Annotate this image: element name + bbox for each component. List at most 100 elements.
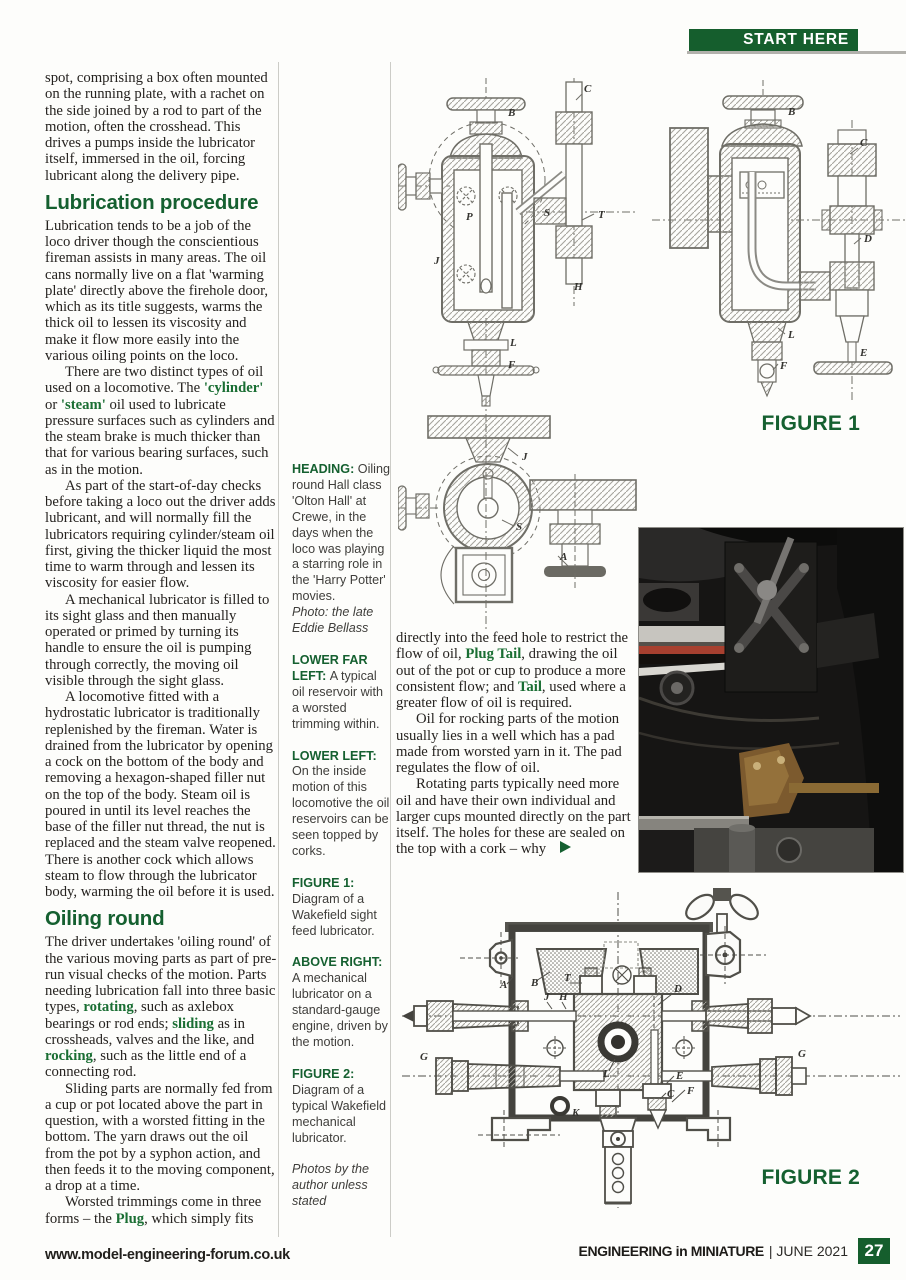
diagram-letter: P [466,211,473,223]
body-text: Sliding parts are normally fed from a cu… [45,1080,275,1195]
diagram-letter: L [787,329,795,341]
diagram-letter: C [860,137,868,149]
body-text: A locomotive fitted with a hydrostatic l… [45,689,276,900]
header-rule [687,51,906,54]
keyword-green: Plug Tail [465,646,522,663]
body-text: , such as axlebox bearings or rod ends; [45,999,235,1032]
photo-credit: Photo: the late Eddie Bellass [292,605,374,636]
issue-date: | JUNE 2021 [768,1243,848,1259]
keyword-green: rotating [83,999,134,1016]
mid-column: directly into the feed hole to restrict … [396,630,637,858]
body-text: spot, comprising a box often mounted on … [45,70,268,184]
diagram-letter: L [602,1068,610,1080]
figure2-label: FIGURE 2 [761,1166,860,1189]
body-text: As part of the start-of-day checks befor… [45,477,276,592]
magazine-name: ENGINEERING in MINIATURE [578,1243,765,1259]
caption-block: FIGURE 2: Diagram of a typical Wakefield… [292,1067,390,1147]
diagram-letter: E [675,1070,683,1082]
keyword-green: Plug [115,1210,145,1227]
body-text: as in crossheads, valves and the like, a… [45,1015,255,1048]
section-heading: Lubrication procedure [45,190,259,214]
caption-block: HEADING: Oiling round Hall class 'Olton … [292,462,390,637]
start-here-banner: START HERE [689,29,858,51]
start-here-label: START HERE [743,31,849,48]
diagram-letter: T [564,972,572,984]
caption-text: Diagram of a Wakefield sight feed lubric… [292,891,377,938]
caption-block: LOWER FAR LEFT: A typical oil reservoir … [292,653,390,733]
diagram-letter: J [543,991,550,1003]
paragraph: A locomotive fitted with a hydrostatic l… [45,689,278,900]
lubricator-photo-image [639,528,903,872]
diagram-letter: H [573,281,583,293]
caption-block: ABOVE RIGHT: A mechanical lubricator on … [292,955,390,1050]
body-text: Rotating parts typically need more oil a… [396,776,631,858]
body-text: , used where a greater flow of oil is re… [396,678,626,711]
body-text: There are two distinct types of oil used… [45,364,264,397]
paragraph: Rotating parts typically need more oil a… [396,776,637,857]
body-text: Worsted trimmings come in three forms – … [45,1194,262,1227]
body-text: Lubrication tends to be a job of the loc… [45,217,269,364]
diagram-letter: S [516,521,522,533]
caption-label: FIGURE 1: [292,875,355,890]
diagram-letter: A [499,979,507,991]
body-text: The driver undertakes 'oiling round' of … [45,934,277,1016]
paragraph: directly into the feed hole to restrict … [396,630,637,711]
body-text: , which simply fits [144,1210,254,1227]
diagram-letter: E [859,347,867,359]
keyword-green: sliding [172,1015,214,1032]
figure1-label: FIGURE 1 [761,412,860,435]
column-rule-right [390,62,391,1237]
diagram-letter: T [598,209,606,221]
caption-text: On the inside motion of this locomotive … [292,764,390,858]
page-number: 27 [858,1238,890,1264]
diagram-letter: C [584,83,592,95]
paragraph: A mechanical lubricator is filled to its… [45,592,278,690]
caption-text: Diagram of a typical Wakefield mechanica… [292,1082,387,1145]
column-rule-left [278,62,279,1237]
footer-site-url: www.model-engineering-forum.co.uk [45,1247,290,1263]
body-text: , drawing the oil out of the pot or cup … [396,646,626,695]
diagram-letter: A [559,551,567,563]
caption-label: LOWER FAR LEFT: [292,652,368,683]
section-heading: Oiling round [45,907,165,931]
photos-note: Photos by the author unless stated [292,1162,370,1209]
diagram-letter: G [420,1051,428,1063]
body-text: Oil for rocking parts of the motion usua… [396,711,622,776]
paragraph: Worsted trimmings come in three forms – … [45,1194,278,1227]
diagram-letter: B [507,107,515,119]
diagram-letter: J [521,451,528,463]
lubricator-photo [638,527,904,873]
diagram-letter: F [686,1085,695,1097]
caption-label: ABOVE RIGHT: [292,955,383,970]
caption-column: HEADING: Oiling round Hall class 'Olton … [292,462,390,1226]
diagram-letter: D [673,983,682,995]
diagram-letter: G [798,1048,806,1060]
diagram-letter: F [507,359,516,371]
keyword-green: 'steam' [60,396,106,413]
caption-label: HEADING: [292,462,358,476]
paragraph: Lubrication tends to be a job of the loc… [45,218,278,364]
body-text: , such as the little end of a connecting… [45,1048,247,1081]
diagram-letter: B [530,977,538,989]
caption-text: Oiling round Hall class 'Olton Hall' at … [292,462,390,604]
body-text: or [45,396,61,413]
caption-label: LOWER LEFT: [292,748,377,763]
body-text: directly into the feed hole to restrict … [396,630,629,663]
paragraph: spot, comprising a box often mounted on … [45,70,278,184]
diagram-letter: H [558,991,568,1003]
caption-label: FIGURE 2: [292,1066,355,1081]
caption-text: A mechanical lubricator on a standard-ga… [292,971,388,1049]
caption-block: Photos by the author unless stated [292,1162,390,1210]
body-text: oil used to lubricate pressure surfaces … [45,396,275,478]
paragraph: As part of the start-of-day checks befor… [45,478,278,592]
body-text: A mechanical lubricator is filled to its… [45,591,270,689]
paragraph: Oil for rocking parts of the motion usua… [396,711,637,776]
keyword-green: rocking [45,1048,93,1064]
caption-text: A typical oil reservoir with a worsted t… [292,668,383,731]
paragraph: Sliding parts are normally fed from a cu… [45,1081,278,1195]
keyword-green: Tail [517,678,542,695]
caption-block: FIGURE 1: Diagram of a Wakefield sight f… [292,876,390,940]
